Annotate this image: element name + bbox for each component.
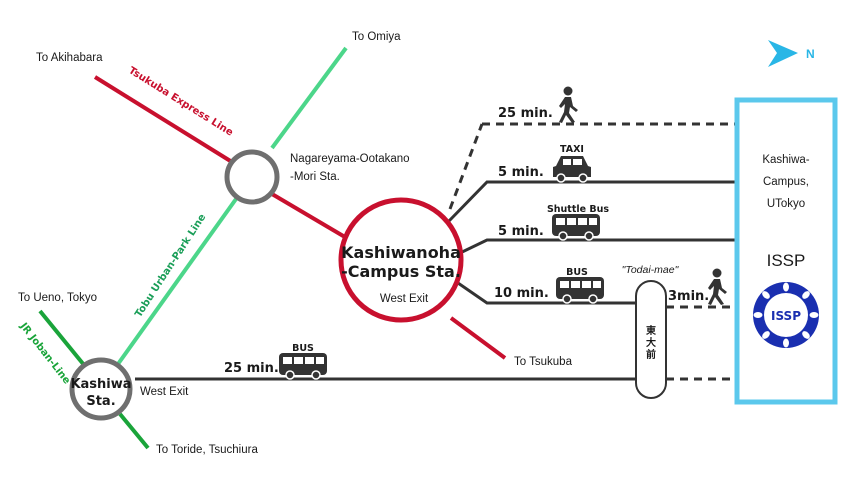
bus-stop-marker <box>635 280 667 399</box>
bus-stop-name: "Todai-mae" <box>622 264 680 276</box>
campus-line3: UTokyo <box>767 198 805 210</box>
kashiwanoha-name-line2: -Campus Sta. <box>341 262 461 281</box>
kashiwanoha-name-line1: Kashiwanoha <box>341 243 461 262</box>
institute-name: ISSP <box>767 251 806 270</box>
bus-stop-kanji-2: 大 <box>646 336 656 349</box>
tobu-line-label: Tobu Urban-Park Line <box>133 212 208 320</box>
taxi-tag: TAXI <box>560 144 584 155</box>
dest-akihabara: To Akihabara <box>36 52 103 64</box>
compass-label: N <box>806 47 815 61</box>
destination-box <box>734 97 838 405</box>
bus-stop-kanji-1: 東 <box>646 324 656 337</box>
route-lines <box>135 122 736 381</box>
dest-tsukuba: To Tsukuba <box>514 356 573 368</box>
kashiwa-exit-label: West Exit <box>140 386 189 398</box>
nagareyama-name-line2: -Mori Sta. <box>290 171 340 183</box>
walking-person-icon <box>559 86 578 123</box>
joban-line-label: JR Joban-Line <box>17 320 72 386</box>
bus-kashiwa-tag: BUS <box>292 343 314 354</box>
campus-line1: Kashiwa- <box>762 154 809 166</box>
dest-toride: To Toride, Tsuchiura <box>156 444 258 456</box>
bus-stop-kanji-3: 前 <box>646 348 656 361</box>
bus-icon <box>556 277 604 304</box>
issp-logo-text: ISSP <box>771 309 801 323</box>
dest-omiya: To Omiya <box>352 31 401 43</box>
taxi-icon <box>553 156 591 183</box>
taxi-time: 5 min. <box>498 165 544 180</box>
bus-icon <box>279 353 327 380</box>
kashiwanoha-station-marker <box>338 197 464 323</box>
bus-kashiwa-time: 25 min. <box>224 361 279 376</box>
nagareyama-name-line1: Nagareyama-Ootakano <box>290 153 410 165</box>
north-arrow-icon: N <box>768 40 815 67</box>
jr-joban-line <box>38 309 150 450</box>
dest-ueno-tokyo: To Ueno, Tokyo <box>18 292 97 304</box>
kashiwa-name-line2: Sta. <box>86 394 115 409</box>
issp-logo: ISSP <box>753 282 819 348</box>
tsukuba-express-line <box>93 75 507 360</box>
kashiwa-name-line1: Kashiwa <box>70 377 131 392</box>
walk-final-time: 3min. <box>668 289 709 304</box>
nagareyama-station-marker <box>224 149 280 205</box>
walking-person-icon <box>708 268 727 305</box>
campus-line2: Campus, <box>763 176 809 188</box>
kashiwa-station-marker <box>69 357 133 421</box>
bus-icon <box>552 214 600 241</box>
bus-kashiwanoha-tag: BUS <box>566 267 588 278</box>
bus-kashiwanoha-time: 10 min. <box>494 286 549 301</box>
kashiwanoha-exit-label: West Exit <box>380 293 429 305</box>
shuttle-tag: Shuttle Bus <box>547 204 609 215</box>
tsukuba-express-label: Tsukuba Express Line <box>126 65 235 139</box>
walk-time: 25 min. <box>498 106 553 121</box>
tobu-urban-park-line <box>116 46 348 366</box>
shuttle-time: 5 min. <box>498 224 544 239</box>
